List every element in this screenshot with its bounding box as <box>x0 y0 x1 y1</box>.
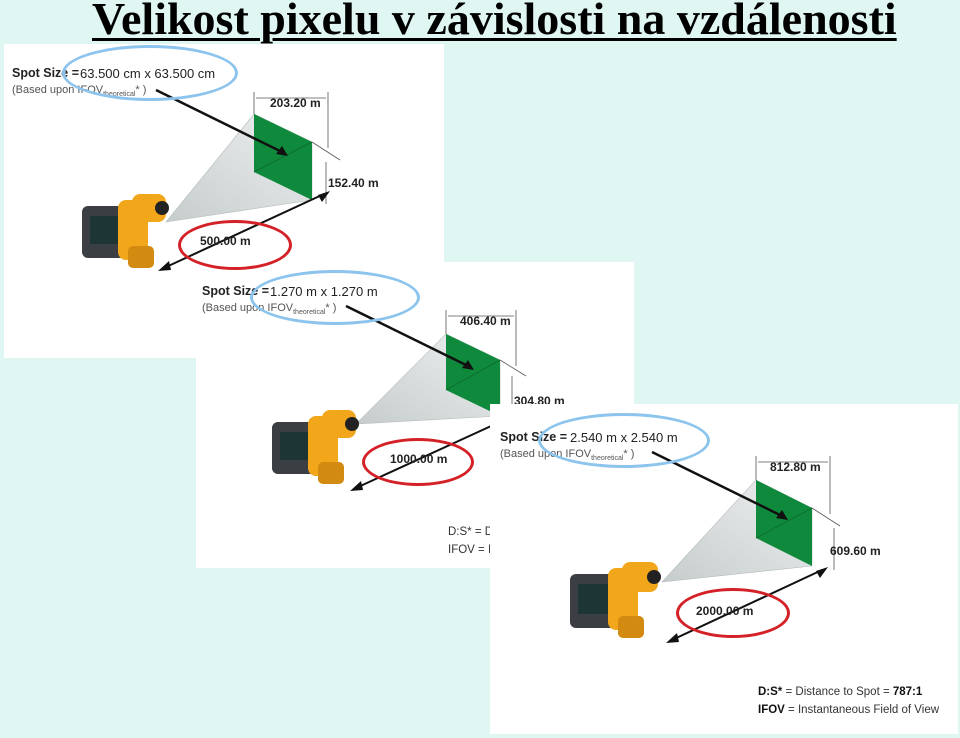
ds-note-partial: D:S* = D <box>448 526 494 538</box>
panel-2-graphics <box>272 304 532 491</box>
target-height-label: 609.60 m <box>830 544 881 558</box>
spot-size-highlight-2 <box>250 270 420 325</box>
thermal-camera-icon <box>272 410 359 484</box>
spot-size-highlight-3 <box>538 413 710 468</box>
spot-size-highlight-1 <box>62 45 238 101</box>
distance-highlight-2 <box>362 438 474 486</box>
target-width-label: 812.80 m <box>770 460 821 474</box>
target-height-label: 152.40 m <box>328 176 379 190</box>
target-width-label: 203.20 m <box>270 96 321 110</box>
ifov-note: IFOV = Instantaneous Field of View <box>758 704 940 716</box>
panel-1-graphics <box>82 88 341 271</box>
thermal-camera-icon <box>82 194 169 268</box>
target-width-label: 406.40 m <box>460 314 511 328</box>
thermal-camera-icon <box>570 562 661 638</box>
distance-highlight-1 <box>178 220 292 270</box>
ds-note: D:S* = Distance to Spot = 787:1 <box>758 686 923 698</box>
distance-highlight-3 <box>676 588 790 638</box>
panel-3-graphics <box>570 450 841 643</box>
ifov-note-partial: IFOV = I <box>448 544 492 556</box>
page-title: Velikost pixelu v závislosti na vzdáleno… <box>92 0 897 44</box>
